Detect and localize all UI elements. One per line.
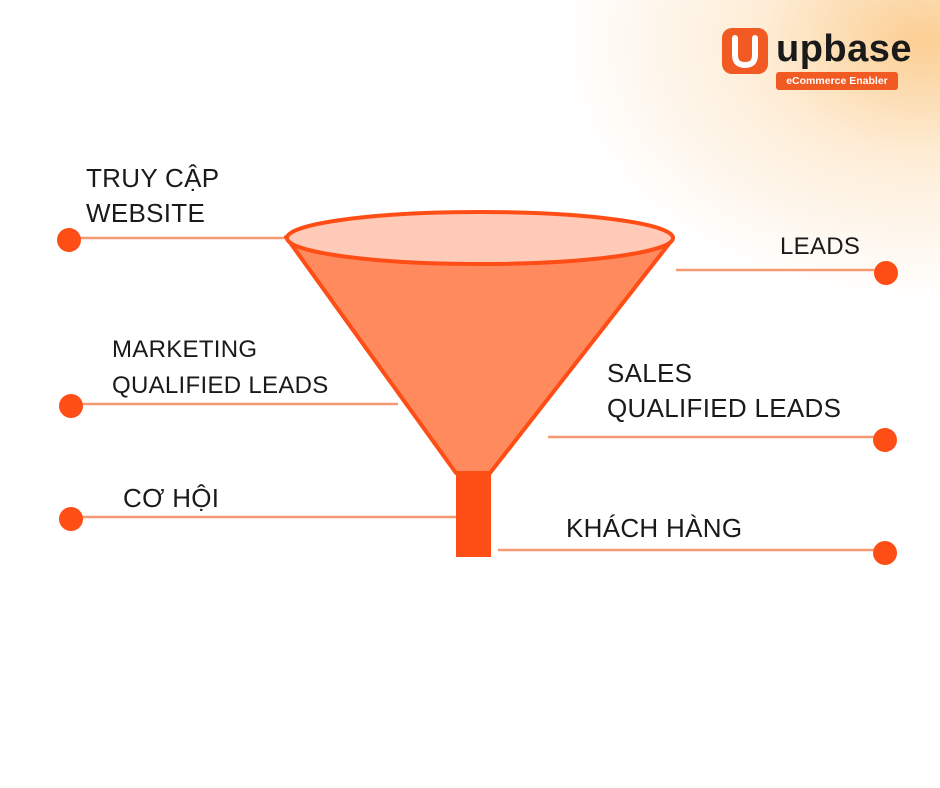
funnel-spout	[456, 472, 491, 557]
stage-label-line: SALES	[607, 358, 693, 388]
stage-label-line: QUALIFIED LEADS	[607, 393, 842, 423]
stage-label-sql: SALES QUALIFIED LEADS	[607, 356, 841, 426]
brand-name: upbase	[776, 28, 913, 70]
stage-label-line: LEADS	[780, 233, 861, 260]
funnel-rim	[285, 210, 675, 266]
stage-label-truy-cap-website: TRUY CẬP WEBSITE	[86, 161, 219, 231]
stage-label-leads: LEADS	[780, 229, 860, 265]
stage-label-khach-hang: KHÁCH HÀNG	[566, 511, 742, 546]
stage-label-mql: MARKETING QUALIFIED LEADS	[112, 332, 329, 404]
stage-label-line: TRUY CẬP	[86, 163, 220, 193]
upbase-logo-mark-icon	[722, 28, 768, 74]
stage-label-line: CƠ HỘI	[123, 483, 220, 513]
dot-khach-hang	[873, 541, 897, 565]
stage-label-line: MARKETING	[112, 336, 258, 363]
brand-tagline: eCommerce Enabler	[776, 72, 898, 90]
stage-label-line: KHÁCH HÀNG	[566, 513, 743, 543]
stage-label-line: WEBSITE	[86, 198, 206, 228]
dot-sql	[873, 428, 897, 452]
stage-label-co-hoi: CƠ HỘI	[123, 481, 219, 516]
dot-truy-cap	[57, 228, 81, 252]
stage-label-line: QUALIFIED LEADS	[112, 372, 329, 399]
dot-leads	[874, 261, 898, 285]
upbase-logo: upbase eCommerce Enabler	[722, 26, 912, 92]
dot-co-hoi	[59, 507, 83, 531]
dot-mql	[59, 394, 83, 418]
